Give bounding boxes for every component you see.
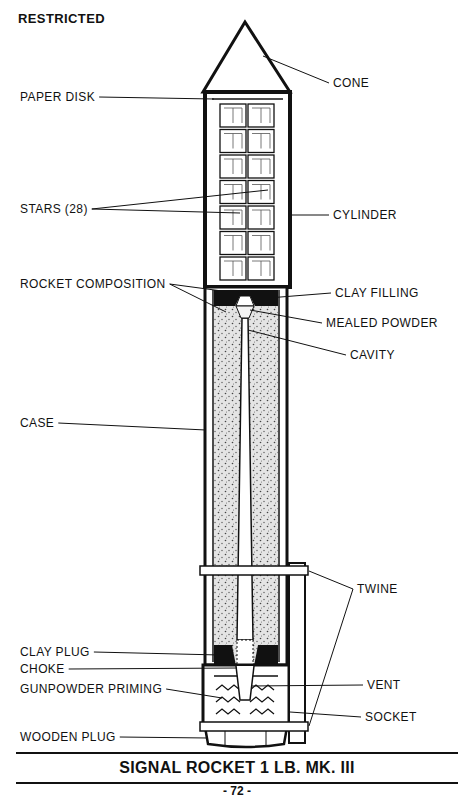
part-label: VENT — [367, 678, 401, 692]
star-pellet — [248, 257, 274, 280]
leader-line — [309, 571, 353, 589]
star-pellet — [220, 232, 246, 255]
leader-line — [309, 589, 353, 726]
leader-line — [166, 689, 222, 698]
twine-band — [200, 722, 308, 731]
paper-disk — [212, 98, 283, 100]
leader-line — [58, 423, 206, 430]
socket-shape — [203, 665, 289, 727]
leader-line — [263, 56, 329, 83]
star-pellet — [220, 206, 246, 229]
star-pellet — [220, 155, 246, 178]
leader-line — [92, 190, 268, 209]
star-pellet — [220, 130, 246, 153]
leader-line — [170, 284, 222, 291]
part-label: SOCKET — [365, 710, 417, 724]
star-pellet — [220, 257, 246, 280]
leader-line — [170, 284, 226, 312]
diagram-title: SIGNAL ROCKET 1 LB. MK. III — [16, 754, 458, 782]
part-label: CLAY FILLING — [335, 286, 419, 300]
page-number: - 72 - — [0, 784, 474, 798]
star-pellet — [220, 104, 246, 127]
title-band: SIGNAL ROCKET 1 LB. MK. III — [16, 752, 458, 784]
part-label: CHOKE — [20, 662, 65, 676]
guide-stick — [289, 563, 305, 743]
cylinder-shape — [205, 92, 290, 287]
leader-line — [120, 737, 208, 738]
star-pellet — [248, 206, 274, 229]
leader-line — [99, 97, 214, 99]
leader-line — [291, 215, 329, 216]
part-label: ROCKET COMPOSITION — [20, 277, 166, 291]
leader-line — [268, 293, 331, 298]
part-label: MEALED POWDER — [326, 316, 438, 330]
part-label: TWINE — [357, 582, 398, 596]
star-pellet — [220, 181, 246, 204]
leader-line — [290, 712, 361, 717]
leader-line — [250, 310, 322, 323]
leader-line — [251, 685, 363, 686]
rocket-composition — [214, 290, 278, 662]
part-label: CLAY PLUG — [20, 645, 90, 659]
star-pellet — [248, 232, 274, 255]
cavity-bore — [237, 318, 253, 640]
leader-line — [69, 668, 237, 669]
cone-shape — [203, 22, 290, 92]
clay-plug — [214, 645, 236, 666]
twine-band — [200, 566, 308, 575]
part-label: GUNPOWDER PRIMING — [20, 682, 162, 696]
part-label: CYLINDER — [333, 208, 397, 222]
case-shape — [205, 287, 287, 665]
classification-mark: RESTRICTED — [18, 12, 105, 26]
part-label: CONE — [333, 76, 369, 90]
part-label: CAVITY — [350, 348, 395, 362]
part-label: WOODEN PLUG — [20, 730, 116, 744]
vent — [236, 666, 254, 700]
part-label: PAPER DISK — [20, 90, 95, 104]
star-pellet — [248, 130, 274, 153]
part-label: STARS (28) — [20, 202, 88, 216]
part-label: CASE — [20, 416, 54, 430]
star-pellet — [248, 104, 274, 127]
leader-line — [92, 209, 240, 213]
star-pellet — [248, 155, 274, 178]
leader-line — [248, 330, 346, 355]
leader-line — [94, 652, 220, 655]
